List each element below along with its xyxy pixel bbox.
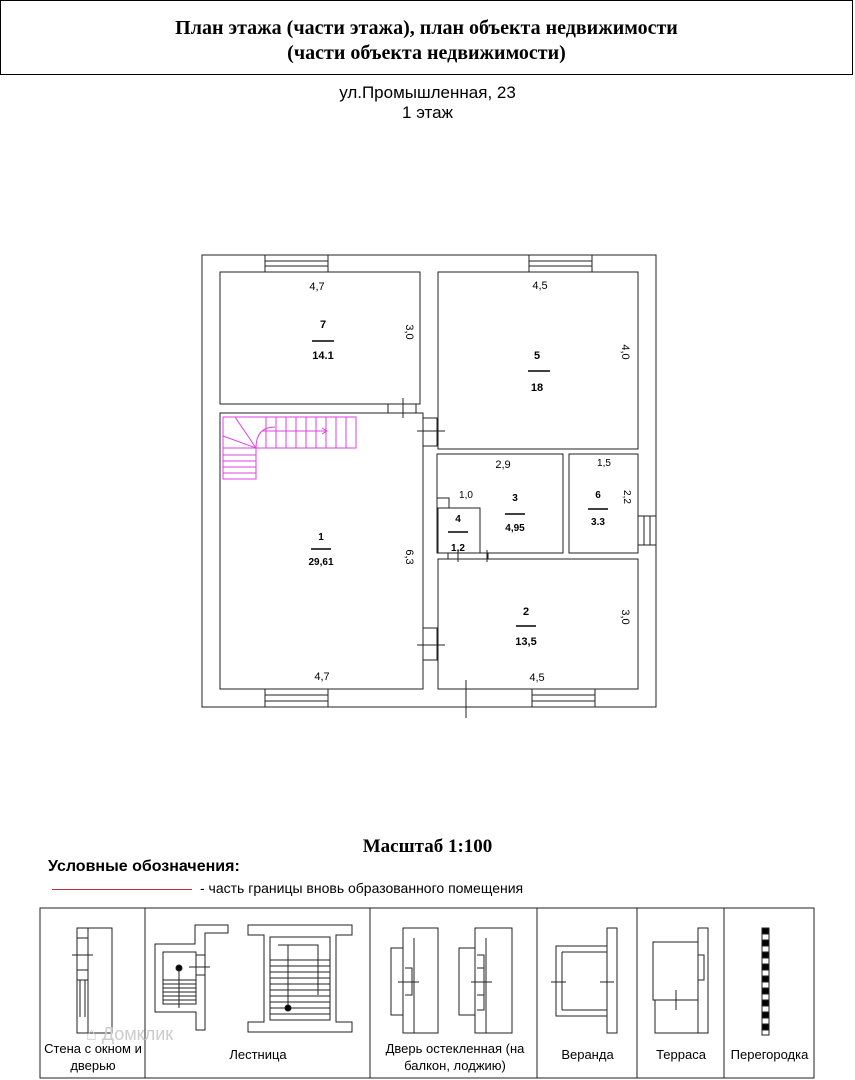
partition-segment — [761, 987, 770, 995]
room-5 — [437, 271, 639, 450]
partition-segment — [761, 951, 770, 959]
room-7-width: 4,7 — [309, 281, 324, 293]
partition-segment — [761, 975, 770, 983]
room-1 — [219, 412, 424, 690]
legend-label-glass-door: Дверь остекленная (на балкон, лоджию) — [385, 1041, 525, 1073]
room-6-width: 1,5 — [597, 458, 611, 469]
legend-label-stairs: Лестница — [229, 1047, 287, 1062]
partition-segment — [761, 1011, 770, 1019]
legend-label-wall: Стена с окном и дверью — [44, 1041, 142, 1073]
room-7-number: 7 — [320, 319, 326, 331]
room-3-length: 1,0 — [459, 490, 473, 501]
room-3-width: 2,9 — [495, 459, 510, 471]
room-3-area: 4,95 — [505, 523, 525, 534]
room-1-length: 6,3 — [403, 549, 415, 564]
boundary-line-sample — [52, 889, 192, 890]
room-1-area: 29,61 — [308, 557, 333, 568]
room-7-area: 14.1 — [312, 350, 333, 362]
room-7-length: 3,0 — [403, 324, 415, 339]
room-2-length: 3,0 — [619, 609, 631, 624]
legend-label-veranda: Веранда — [561, 1047, 614, 1062]
room-5-length: 4,0 — [619, 344, 631, 359]
legend-title: Условные обозначения: — [48, 858, 240, 875]
title-line-1: План этажа (части этажа), план объекта н… — [175, 17, 678, 39]
legend-table — [39, 907, 815, 1079]
scale-label: Масштаб 1:100 — [362, 836, 493, 857]
room-6-number: 6 — [595, 490, 601, 501]
boundary-description: - часть границы вновь образованного поме… — [200, 880, 524, 896]
room-6-length: 2,2 — [621, 490, 632, 504]
room-7 — [219, 271, 421, 405]
room-4-area: 1,2 — [451, 543, 465, 554]
room-5-number: 5 — [534, 350, 540, 362]
room-5-width: 4,5 — [532, 280, 547, 292]
room-2-number: 2 — [523, 606, 529, 618]
watermark-logo: ⌂ Домклик — [86, 1024, 173, 1044]
partition-segment — [761, 1023, 770, 1031]
room-1-number: 1 — [318, 532, 324, 543]
room-4-number: 4 — [455, 514, 461, 525]
doors — [387, 398, 489, 718]
legend-label-partition: Перегородка — [730, 1047, 809, 1062]
room-5-area: 18 — [531, 382, 543, 394]
room-6-area: 3.3 — [591, 517, 605, 528]
staircase — [222, 416, 357, 480]
partition-segment — [761, 927, 770, 935]
outer-wall — [201, 254, 657, 708]
document-header: План этажа (части этажа), план объекта н… — [0, 0, 853, 75]
title-line-2: (части объекта недвижимости) — [287, 42, 566, 64]
room-2 — [437, 558, 639, 690]
room-2-width: 4,5 — [529, 672, 544, 684]
address: ул.Промышленная, 23 — [339, 83, 516, 102]
room-2-area: 13,5 — [515, 636, 536, 648]
legend-label-terrace: Терраса — [656, 1047, 706, 1062]
area-dividers — [311, 340, 608, 627]
room-3-number: 3 — [512, 493, 518, 504]
partition-segment — [761, 939, 770, 947]
room-6 — [568, 453, 639, 554]
partition-segment — [761, 999, 770, 1007]
floor-label: 1 этаж — [402, 103, 453, 122]
room-1-width: 4,7 — [314, 671, 329, 683]
partition-segment — [761, 963, 770, 971]
